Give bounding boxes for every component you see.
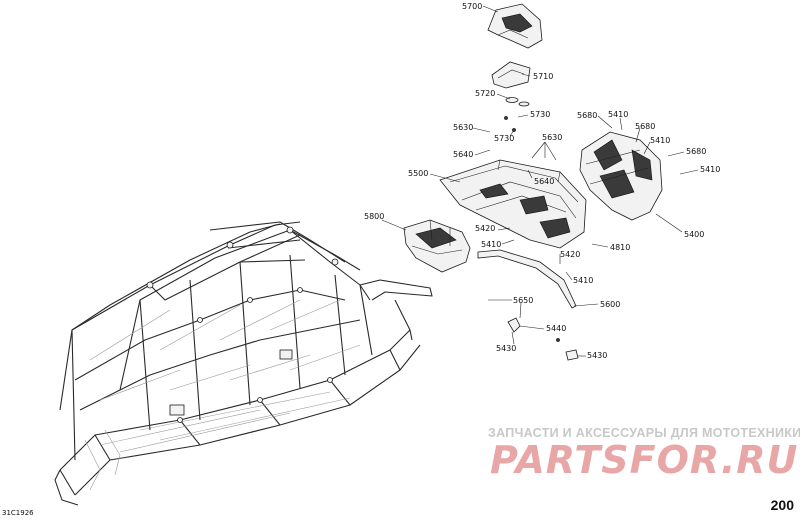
callout-5710: 5710 <box>533 72 554 81</box>
callout-5410: 5410 <box>608 110 629 119</box>
part-5720-hardware <box>504 97 530 132</box>
callout-5640: 5640 <box>453 150 474 159</box>
diagram-code: 31C1926 <box>2 509 34 517</box>
callout-5700: 5700 <box>462 2 483 11</box>
callout-5500: 5500 <box>408 169 429 178</box>
part-5800-storage <box>403 219 471 273</box>
part-5700-cover <box>487 3 543 49</box>
part-5710-bracket <box>491 61 531 89</box>
page-number: 200 <box>770 497 794 513</box>
callout-5640: 5640 <box>534 177 555 186</box>
callout-5650: 5650 <box>513 296 534 305</box>
callout-5680: 5680 <box>686 147 707 156</box>
part-5440-fasteners <box>507 317 579 361</box>
callout-5400: 5400 <box>684 230 705 239</box>
callout-5630: 5630 <box>453 123 474 132</box>
callout-5680: 5680 <box>577 111 598 120</box>
callout-5410: 5410 <box>650 136 671 145</box>
callout-5730: 5730 <box>530 110 551 119</box>
callout-5600: 5600 <box>600 300 621 309</box>
callout-5430: 5430 <box>496 344 517 353</box>
watermark-logo: PARTSFOR.RU <box>490 438 799 482</box>
callout-5630: 5630 <box>542 133 563 142</box>
callout-5420: 5420 <box>475 224 496 233</box>
part-5400-side-panel <box>579 131 663 221</box>
watermark-tagline: ЗАПЧАСТИ И АКСЕССУАРЫ ДЛЯ МОТОТЕХНИКИ <box>488 426 800 440</box>
callout-5720: 5720 <box>475 89 496 98</box>
callout-5440: 5440 <box>546 324 567 333</box>
callout-5420: 5420 <box>560 250 581 259</box>
callout-5410: 5410 <box>481 240 502 249</box>
callout-5680: 5680 <box>635 122 656 131</box>
callout-5410: 5410 <box>700 165 721 174</box>
leader-lines <box>381 5 699 357</box>
part-5500-deck <box>439 159 587 249</box>
callout-5430: 5430 <box>587 351 608 360</box>
callout-5730: 5730 <box>494 134 515 143</box>
callout-5410: 5410 <box>573 276 594 285</box>
vehicle-frame <box>54 221 433 506</box>
callout-5800: 5800 <box>364 212 385 221</box>
part-5600-rail <box>477 249 577 309</box>
callout-4810: 4810 <box>610 243 631 252</box>
